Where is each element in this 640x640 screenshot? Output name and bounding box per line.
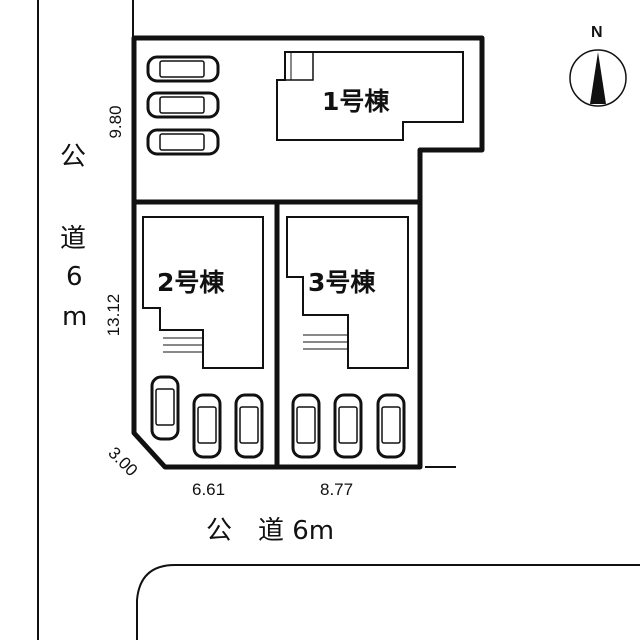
building-1-label: 1号棟	[322, 87, 390, 116]
dimension-left-lower: 13.12	[104, 293, 123, 337]
lot-boundary	[131, 35, 485, 470]
parking-car-icon	[146, 55, 220, 83]
parking-car-icon	[146, 91, 220, 119]
west-road-char-1: 公	[60, 142, 87, 172]
parking-car-icon	[146, 128, 220, 156]
west-road-char-2: 道	[60, 224, 87, 254]
parking-car-icon	[150, 375, 180, 441]
dimension-bottom-right: 8.77	[320, 480, 354, 499]
north-arrow-icon	[590, 52, 606, 104]
compass-label: N	[591, 24, 603, 41]
south-road-edge	[136, 564, 640, 640]
dimension-bottom-left: 6.61	[192, 480, 226, 499]
parking-car-icon	[234, 393, 264, 459]
parking-car-icon	[192, 393, 222, 459]
building-2-steps	[163, 337, 203, 353]
south-road-label: 公 道 6m	[206, 516, 335, 546]
parking-car-icon	[291, 393, 321, 459]
parking-car-icon	[376, 393, 406, 459]
building-2-label: 2号棟	[157, 268, 225, 297]
building-3-label: 3号棟	[308, 268, 376, 297]
parking-car-icon	[333, 393, 363, 459]
building-2-footprint	[142, 216, 264, 369]
building-1-porch	[284, 51, 314, 81]
west-road-char-3: 6	[66, 262, 83, 292]
building-3-steps	[303, 334, 348, 350]
building-3-footprint	[286, 216, 409, 369]
west-road-char-4: m	[62, 302, 88, 332]
compass-circle	[569, 49, 627, 107]
dimension-left-upper: 9.80	[106, 105, 125, 139]
